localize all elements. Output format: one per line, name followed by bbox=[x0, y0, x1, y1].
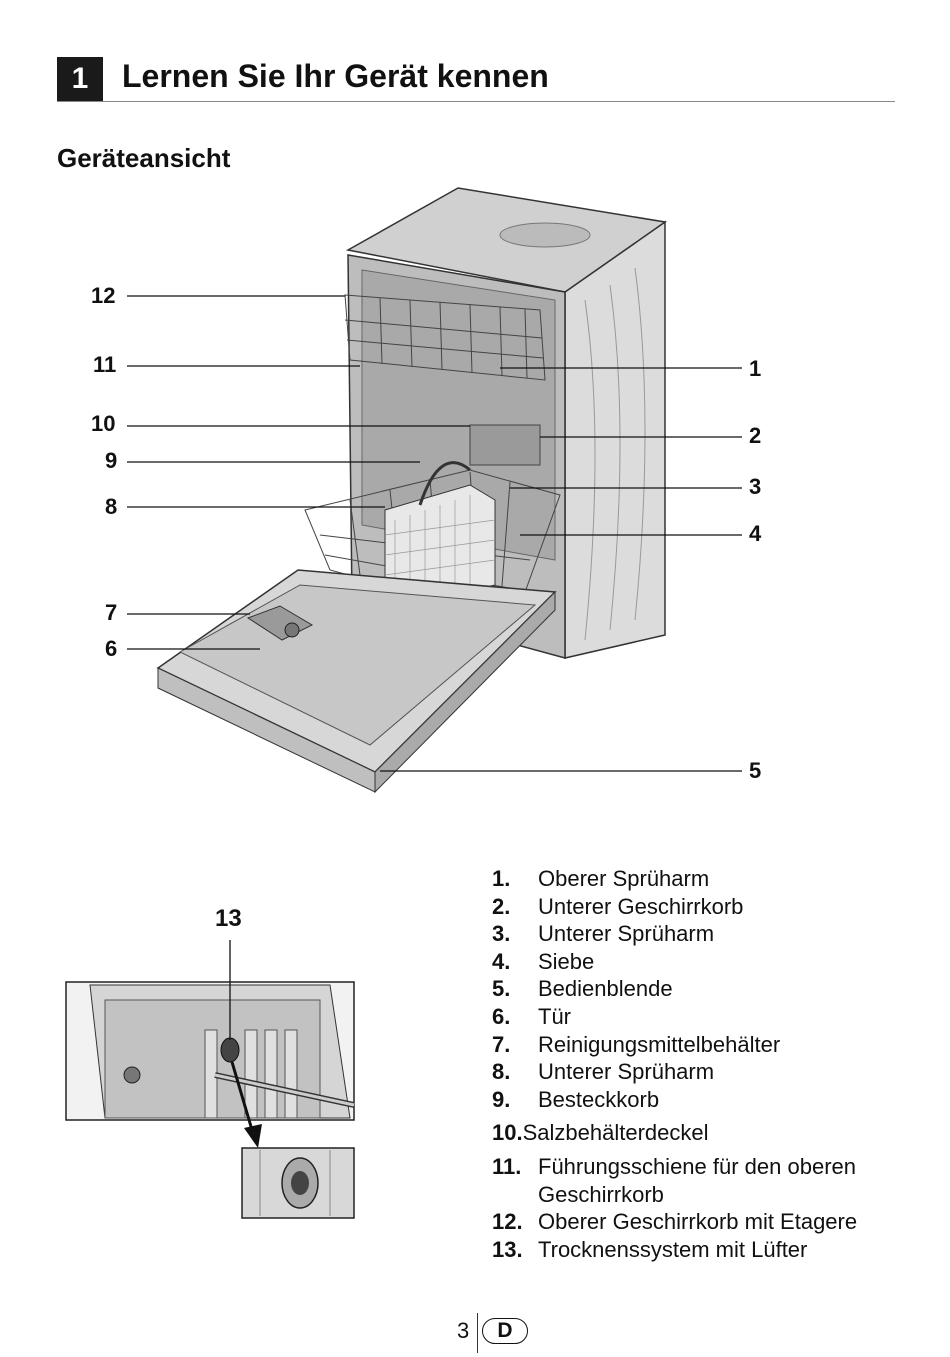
legend-item: 8.Unterer Sprüharm bbox=[492, 1059, 715, 1085]
legend-item: 7.Reinigungsmittelbehälter bbox=[492, 1031, 781, 1057]
callout-9: 9 bbox=[105, 448, 118, 473]
callout-10: 10 bbox=[91, 411, 116, 436]
page-number: 3 bbox=[457, 1318, 470, 1343]
chapter-number-box: 1 bbox=[57, 57, 103, 101]
language-code: D bbox=[497, 1319, 513, 1342]
footer-divider bbox=[477, 1313, 478, 1353]
legend-item: 13.Trocknenssystem mit Lüfter bbox=[492, 1236, 808, 1262]
legend-item: 5.Bedienblende bbox=[492, 976, 673, 1002]
section-title: Geräteansicht bbox=[57, 143, 231, 173]
chapter-title: Lernen Sie Ihr Gerät kennen bbox=[122, 58, 549, 94]
callout-3: 3 bbox=[749, 474, 762, 499]
callout-1: 1 bbox=[749, 356, 762, 381]
callout-8: 8 bbox=[105, 494, 118, 519]
callout-7: 7 bbox=[105, 600, 118, 625]
legend-item: 1.Oberer Sprüharm bbox=[492, 866, 710, 891]
legend-item: 6.Tür bbox=[492, 1003, 571, 1029]
parts-legend: 1.Oberer Sprüharm 2.Unterer Geschirrkorb… bbox=[492, 865, 892, 1263]
title-divider bbox=[57, 101, 895, 102]
legend-item: 2.Unterer Geschirrkorb bbox=[492, 893, 744, 919]
callout-4: 4 bbox=[749, 521, 762, 546]
callout-2: 2 bbox=[749, 423, 762, 448]
legend-item: 3.Unterer Sprüharm bbox=[492, 921, 715, 947]
legend-item: 11.Führungsschiene für den oberen Geschi… bbox=[492, 1153, 856, 1207]
callout-12: 12 bbox=[91, 283, 116, 308]
callout-5: 5 bbox=[749, 758, 762, 783]
legend-item: 4.Siebe bbox=[492, 948, 595, 974]
chapter-number: 1 bbox=[71, 62, 89, 95]
callout-11: 11 bbox=[93, 352, 117, 377]
legend-item: 10.Salzbehälterdeckel bbox=[492, 1120, 709, 1146]
legend-item: 9.Besteckkorb bbox=[492, 1086, 660, 1112]
callout-13: 13 bbox=[215, 905, 242, 932]
language-badge: D bbox=[482, 1318, 528, 1344]
callout-6: 6 bbox=[105, 636, 118, 661]
legend-item: 12.Oberer Geschirrkorb mit Etagere bbox=[492, 1209, 858, 1235]
